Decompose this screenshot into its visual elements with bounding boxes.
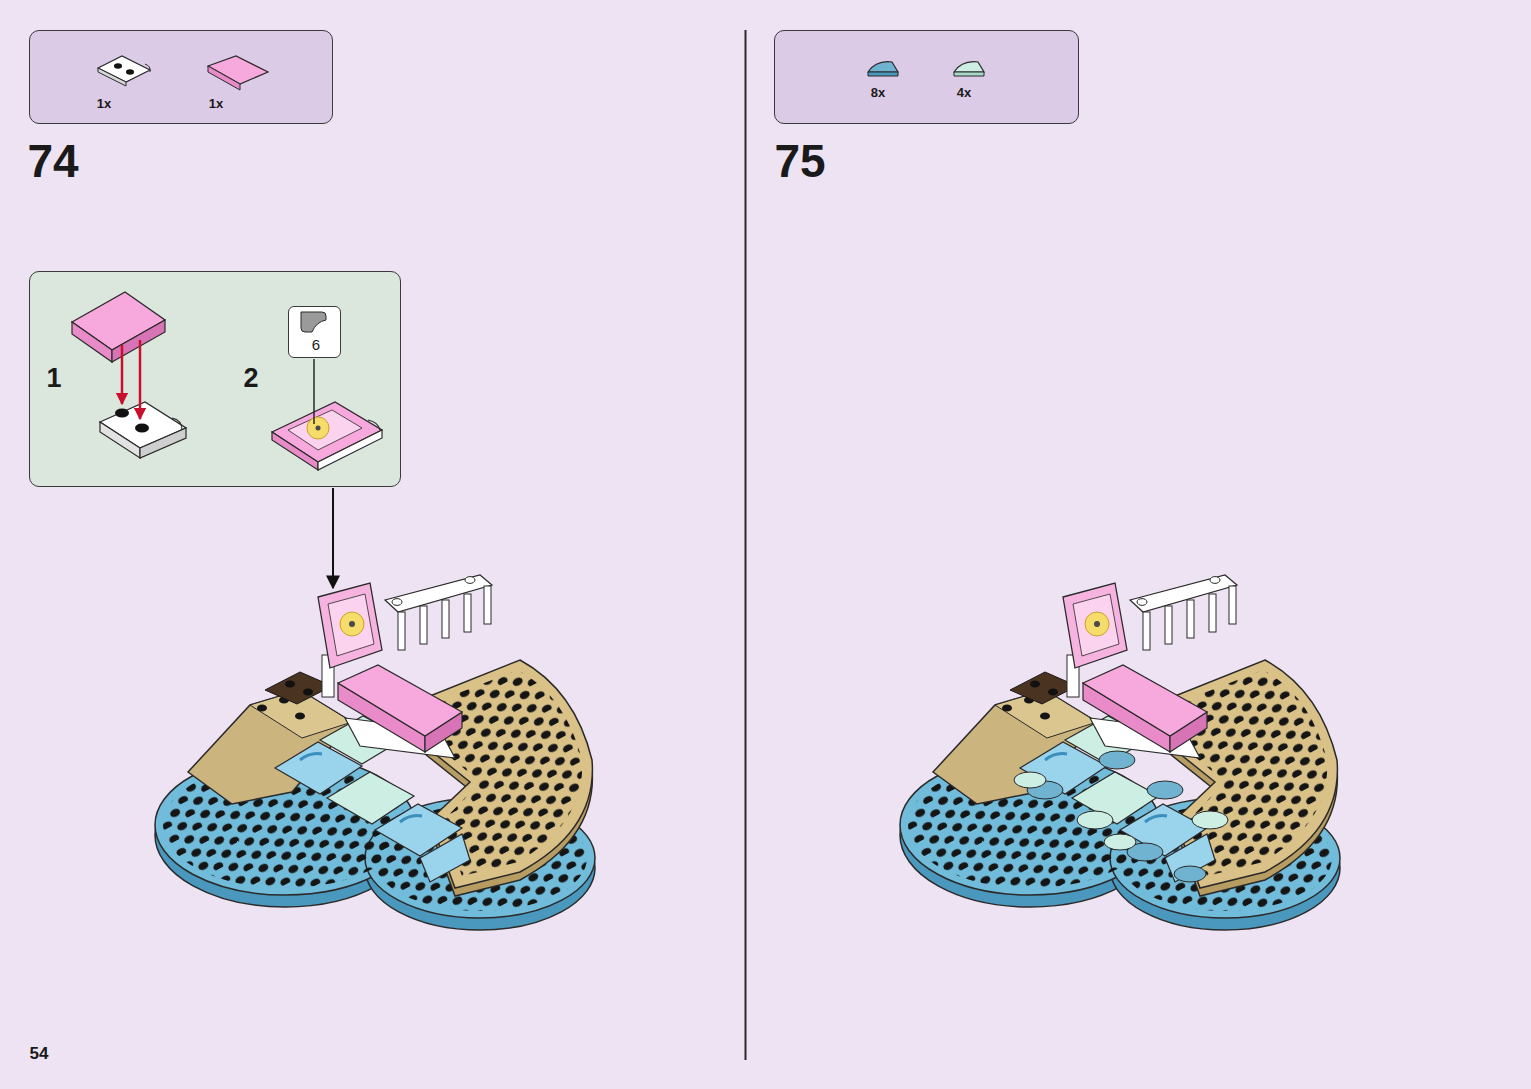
sticker-number: 6 (312, 337, 320, 352)
part-quantity: 1x (97, 97, 111, 110)
sticker-callout-box: 6 (288, 306, 341, 358)
page-number: 54 (30, 1045, 49, 1062)
parts-list-box: 1x 1x (29, 30, 333, 124)
step-number: 74 (27, 138, 78, 184)
substep-callout-box: 1 2 6 (29, 271, 401, 487)
step-number: 75 (774, 138, 825, 184)
part-quantity: 1x (209, 97, 223, 110)
part-quantity: 4x (957, 86, 971, 99)
parts-list-box: 8x 4x (774, 30, 1079, 124)
substep-number: 2 (243, 365, 258, 392)
substep-number: 1 (46, 365, 61, 392)
part-quantity: 8x (871, 86, 885, 99)
